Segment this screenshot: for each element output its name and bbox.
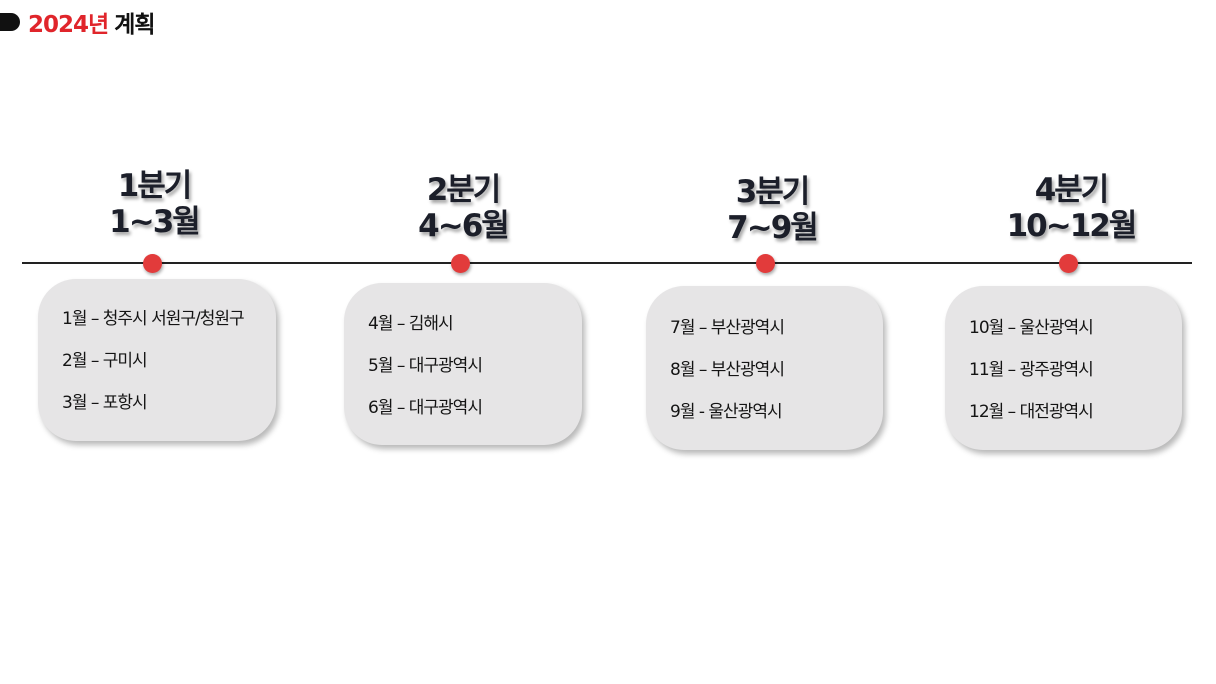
schedule-item: 10월 – 울산광역시 (969, 318, 1094, 338)
schedule-item: 5월 – 대구광역시 (368, 356, 483, 376)
timeline-marker-4 (1059, 254, 1078, 273)
quarter-months: 7~9월 (727, 210, 819, 246)
quarter-4-heading: 4분기 10~12월 (921, 172, 1216, 244)
schedule-item: 11월 – 광주광역시 (969, 360, 1094, 380)
quarter-months: 1~3월 (109, 204, 201, 240)
quarter-1-card: 1월 – 청주시 서원구/청원구 2월 – 구미시 3월 – 포항시 (38, 279, 276, 441)
timeline-marker-3 (756, 254, 775, 273)
title-bullet-shape (0, 13, 20, 31)
schedule-item: 2월 – 구미시 (62, 351, 148, 371)
quarter-title: 3분기 (735, 174, 811, 210)
title-text: 계획 (114, 12, 155, 38)
quarter-title: 2분기 (426, 172, 502, 208)
schedule-item: 4월 – 김해시 (368, 314, 454, 334)
quarter-1-heading: 1분기 1~3월 (4, 168, 304, 240)
slide-title: 2024년 계획 (0, 6, 156, 38)
timeline-marker-1 (143, 254, 162, 273)
schedule-item: 12월 – 대전광역시 (969, 402, 1094, 422)
title-year: 2024년 (28, 12, 109, 38)
timeline-line (22, 262, 1192, 264)
schedule-item: 6월 – 대구광역시 (368, 398, 483, 418)
schedule-item: 1월 – 청주시 서원구/청원구 (62, 309, 245, 329)
schedule-item: 9월 - 울산광역시 (670, 402, 783, 422)
quarter-2-card: 4월 – 김해시 5월 – 대구광역시 6월 – 대구광역시 (344, 283, 582, 445)
quarter-3-card: 7월 – 부산광역시 8월 – 부산광역시 9월 - 울산광역시 (646, 286, 883, 450)
quarter-2-heading: 2분기 4~6월 (313, 172, 613, 244)
quarter-4-card: 10월 – 울산광역시 11월 – 광주광역시 12월 – 대전광역시 (945, 286, 1182, 450)
quarter-title: 4분기 (1034, 172, 1110, 208)
quarter-months: 4~6월 (418, 208, 510, 244)
quarter-3-heading: 3분기 7~9월 (622, 174, 922, 246)
schedule-item: 8월 – 부산광역시 (670, 360, 785, 380)
schedule-item: 7월 – 부산광역시 (670, 318, 785, 338)
timeline-marker-2 (451, 254, 470, 273)
quarter-months: 10~12월 (1006, 208, 1138, 244)
schedule-item: 3월 – 포항시 (62, 393, 148, 413)
quarter-title: 1분기 (117, 168, 193, 204)
